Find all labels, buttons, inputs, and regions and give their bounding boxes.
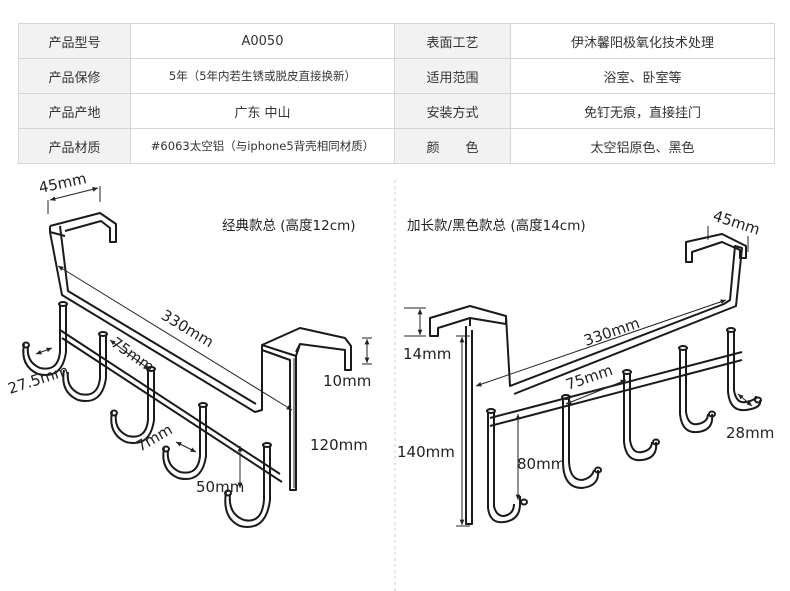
spec-value: #6063太空铝（与iphone5背壳相同材质）: [130, 128, 395, 164]
spec-table: 产品型号 A0050 表面工艺 伊沐馨阳极氧化技术处理 产品保修 5年（5年内若…: [18, 23, 775, 164]
right-dimension-lines: [404, 226, 753, 527]
left-hook-depth-label: 50mm: [196, 478, 244, 496]
right-hook-depth-label: 80mm: [517, 455, 565, 473]
spec-value: 太空铝原色、黑色: [510, 128, 775, 164]
spec-label: 产品产地: [18, 93, 131, 129]
right-diagram-title: 加长款/黑色款总 (高度14cm): [407, 217, 586, 234]
spec-row: 产品保修 5年（5年内若生锈或脱皮直接换新） 适用范围 浴室、卧室等: [18, 58, 775, 94]
right-length-label: 330mm: [581, 314, 642, 350]
spec-label: 产品型号: [18, 23, 131, 59]
left-length-label: 330mm: [158, 306, 217, 351]
spec-row: 产品材质 #6063太空铝（与iphone5背壳相同材质） 颜 色 太空铝原色、…: [18, 128, 775, 164]
right-height-label: 140mm: [397, 443, 455, 461]
left-slot-label: 10mm: [323, 372, 371, 390]
spec-value: 5年（5年内若生锈或脱皮直接换新）: [130, 58, 395, 94]
spec-label: 产品保修: [18, 58, 131, 94]
right-slot-label: 14mm: [403, 345, 451, 363]
spec-label: 适用范围: [394, 58, 511, 94]
spec-row: 产品产地 广东 中山 安装方式 免钉无痕，直接挂门: [18, 93, 775, 129]
spec-label: 产品材质: [18, 128, 131, 164]
spec-label: 表面工艺: [394, 23, 511, 59]
left-height-label: 120mm: [310, 436, 368, 454]
spec-label: 安装方式: [394, 93, 511, 129]
left-diagram-title: 经典款总 (高度12cm): [222, 217, 356, 234]
spec-value: 广东 中山: [130, 93, 395, 129]
left-hanger-drawing: [22, 212, 352, 528]
spec-value: 浴室、卧室等: [510, 58, 775, 94]
spec-value: 免钉无痕，直接挂门: [510, 93, 775, 129]
spec-label: 颜 色: [394, 128, 511, 164]
spec-value: A0050: [130, 23, 395, 59]
spec-value: 伊沐馨阳极氧化技术处理: [510, 23, 775, 59]
left-dimension-lines: [35, 186, 372, 488]
right-hook-spacing-label: 75mm: [563, 361, 615, 394]
spec-row: 产品型号 A0050 表面工艺 伊沐馨阳极氧化技术处理: [18, 23, 775, 59]
right-hook-gap-label: 28mm: [726, 424, 774, 442]
